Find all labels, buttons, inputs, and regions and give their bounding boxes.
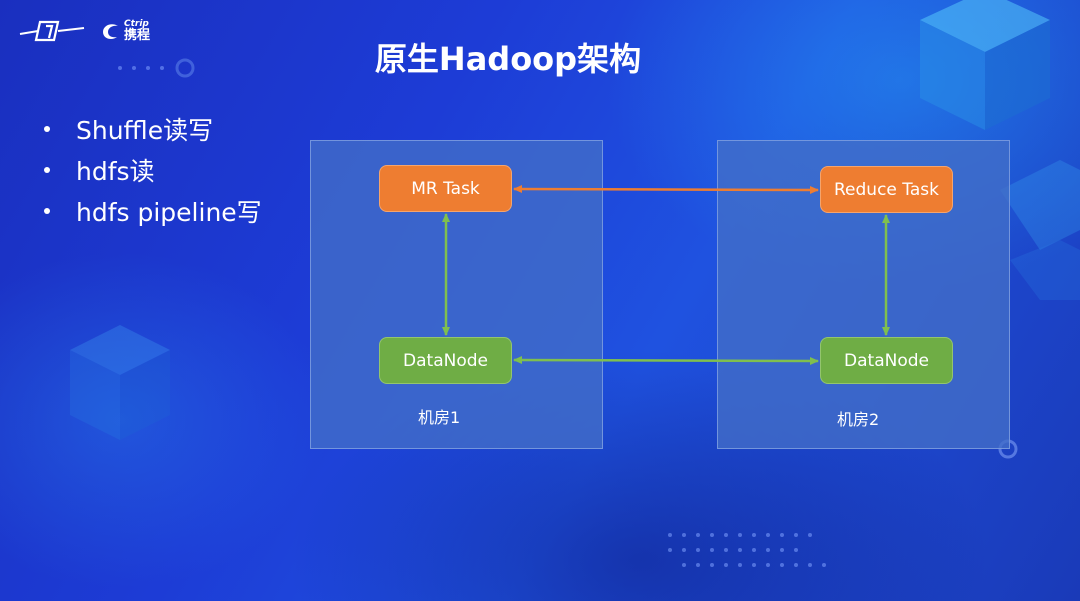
- bullet-text: Shuffle读写: [76, 115, 214, 145]
- ctrip-dolphin-icon: [103, 24, 118, 40]
- ctrip-tech-logo: [19, 20, 85, 42]
- mr-task-node[interactable]: MR Task: [379, 165, 512, 212]
- datanode-room-2[interactable]: DataNode: [820, 337, 953, 384]
- logo-area: Ctrip 携程: [18, 16, 150, 46]
- ctrip-logo-cn: 携程: [124, 28, 151, 43]
- bullet-item: hdfs pipeline写: [44, 190, 262, 231]
- bullet-text: hdfs读: [76, 156, 155, 186]
- page-title: 原生Hadoop架构: [374, 40, 642, 78]
- bullet-text: hdfs pipeline写: [76, 197, 262, 227]
- ctrip-logo-text: Ctrip 携程: [124, 19, 151, 43]
- ctrip-logo: Ctrip 携程: [100, 20, 150, 42]
- bullet-item: Shuffle读写: [44, 108, 262, 149]
- room-2-label: 机房2: [837, 410, 880, 429]
- room-1-label: 机房1: [418, 408, 461, 427]
- bullet-list: Shuffle读写 hdfs读 hdfs pipeline写: [44, 108, 262, 231]
- datanode-room-1[interactable]: DataNode: [379, 337, 512, 384]
- bullet-dot-icon: [44, 125, 50, 132]
- ctrip-logo-en: Ctrip: [124, 19, 149, 29]
- bullet-dot-icon: [44, 207, 50, 214]
- reduce-task-node[interactable]: Reduce Task: [820, 166, 953, 213]
- bullet-item: hdfs读: [44, 149, 262, 190]
- bullet-dot-icon: [44, 166, 50, 173]
